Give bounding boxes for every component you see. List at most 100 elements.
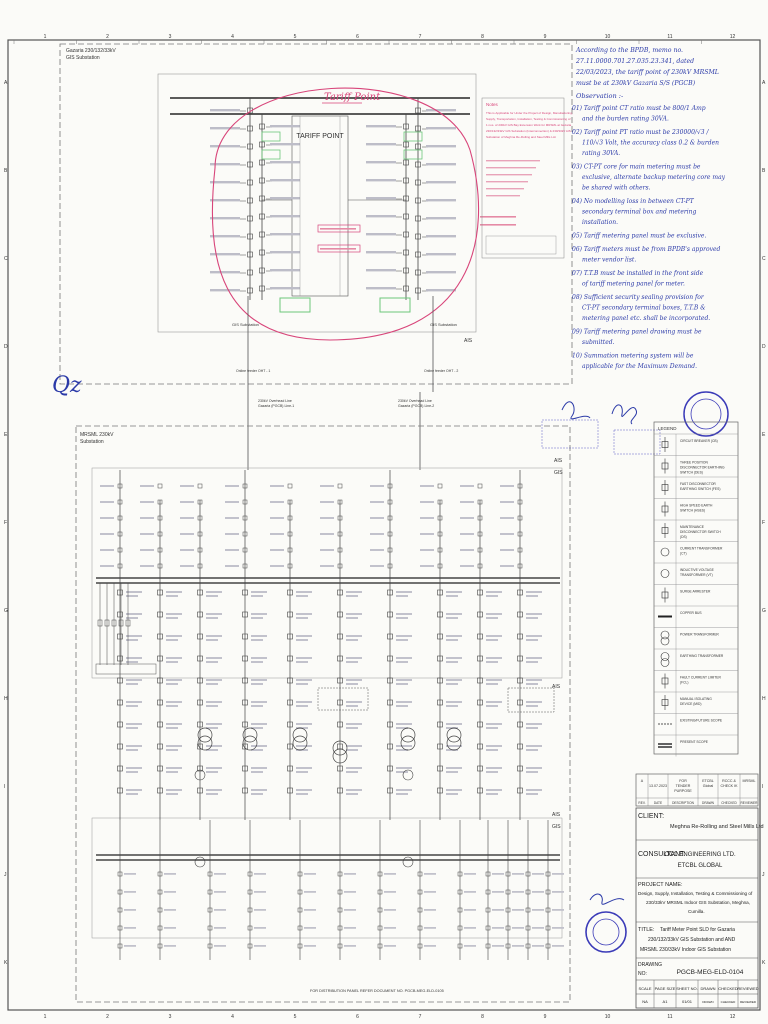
handwritten-observation-line: 04) No modelling loss in between CT-PT bbox=[572, 198, 695, 205]
column-number: 6 bbox=[356, 1014, 359, 1020]
column-number: 11 bbox=[667, 34, 672, 40]
column-number: 4 bbox=[231, 1014, 234, 1020]
handwritten-observation-line: 06) Tariff meters must be from BPDB's ap… bbox=[572, 246, 721, 253]
green-ct-box-3 bbox=[403, 131, 423, 142]
notes-line: Supply, Transportation, Installation, Te… bbox=[486, 117, 571, 121]
row-letter: K bbox=[762, 960, 766, 966]
title-block-bottom-value: CHECKED bbox=[721, 1000, 737, 1004]
legend-item-label: SURGE ARRESTER bbox=[680, 590, 711, 594]
revision-cell: 13.07.2023 bbox=[649, 784, 667, 788]
column-number: 10 bbox=[605, 1014, 611, 1020]
revision-header: DESCRIPTION bbox=[672, 801, 694, 805]
main-tag-3: AIS bbox=[552, 684, 561, 690]
row-letter: G bbox=[4, 608, 8, 614]
title-block-bottom-header: REVIEWED bbox=[737, 986, 758, 991]
left-gis-bay bbox=[210, 98, 406, 300]
column-number: 7 bbox=[419, 34, 422, 40]
revision-cell: RCCC & bbox=[722, 779, 736, 783]
gis-inner-box bbox=[157, 73, 477, 333]
handwritten-heading: Observation :- bbox=[576, 92, 623, 100]
revision-header: REVIEWER bbox=[740, 801, 758, 805]
gazaria-box-label-2: GIS Substation bbox=[66, 55, 100, 61]
legend-item-label: MANUAL ISOLATING bbox=[680, 697, 712, 701]
red-label-2 bbox=[317, 244, 361, 253]
title-block-bottom-header: DRAWN bbox=[701, 986, 716, 991]
left-bay-label: GIS Substation bbox=[232, 322, 259, 327]
row-letter: G bbox=[762, 608, 766, 614]
handwritten-reference-line: 22/03/2023, the tariff point of 230kV MR… bbox=[575, 69, 719, 76]
mrsml-box-label-2: Substation bbox=[80, 439, 104, 445]
project-label: PROJECT NAME: bbox=[638, 882, 683, 888]
legend-item-label: PRESENT SCOPE bbox=[680, 740, 709, 744]
handwritten-observation-line: exclusive, alternate backup metering cor… bbox=[582, 174, 726, 181]
handwritten-observation-line: CT-PT secondary terminal boxes, T.T.B & bbox=[582, 305, 706, 312]
column-number: 12 bbox=[730, 34, 736, 40]
lower-feeders bbox=[117, 820, 564, 960]
notes-line: Substation of Meghna Re-Rolling and Stee… bbox=[486, 135, 556, 139]
legend-item-label: FAULT CURRENT LIMITER bbox=[680, 676, 721, 680]
revision-header: DATE bbox=[654, 801, 662, 805]
handwritten-observation-line: 08) Sufficient security sealing provisio… bbox=[572, 294, 705, 301]
right-bay-label: GIS Substation bbox=[430, 322, 457, 327]
green-ct-box-2 bbox=[261, 149, 281, 160]
legend-item-label: EXISTING/FUTURE SCOPE bbox=[680, 719, 723, 723]
legend-item-label: MAINTENANCE bbox=[680, 525, 705, 529]
column-number: 2 bbox=[106, 34, 109, 40]
row-letter: A bbox=[762, 80, 766, 86]
legend-item-label: THREE POSITION bbox=[680, 461, 708, 465]
row-letter: D bbox=[4, 344, 8, 350]
tariff-point-encircle bbox=[211, 87, 480, 341]
handwritten-observation-line: meter vendor list. bbox=[582, 257, 636, 264]
main-tag-2: GIS bbox=[554, 470, 563, 476]
revision-table-cells: A13.07.2023FORTENDERPURPOSEETCBLGlobalRC… bbox=[636, 774, 758, 806]
client-name: Meghna Re-Rolling and Steel Mills Ltd bbox=[670, 824, 764, 830]
green-metering-box-left bbox=[279, 297, 311, 313]
gis-section-box-2 bbox=[91, 817, 563, 939]
column-number: 3 bbox=[169, 1014, 172, 1020]
project-name-3: Cumilla. bbox=[688, 909, 705, 914]
gazaria-substation-box bbox=[59, 43, 573, 385]
revision-cell: CHECK IK bbox=[721, 784, 739, 788]
revision-cell: FOR bbox=[679, 779, 687, 783]
row-letter: H bbox=[4, 696, 8, 702]
row-letter: J bbox=[4, 872, 7, 878]
right-gis-bay bbox=[339, 98, 456, 300]
column-number: 4 bbox=[231, 34, 234, 40]
red-label-1 bbox=[317, 224, 361, 233]
main-footer-note: FOR DISTRIBUTION PANEL REFER DOCUMENT NO… bbox=[310, 989, 444, 993]
red-wire-labels bbox=[320, 216, 516, 250]
overhead-label-1b: Gazaria (PGCB) Line-1 bbox=[258, 404, 294, 408]
column-number: 5 bbox=[294, 34, 297, 40]
main-tag-4: AIS bbox=[552, 812, 561, 818]
title-text-3: MRSML 230/33kV Indoor GIS Substation bbox=[640, 947, 731, 953]
drawing-number: PGCB-MEG-ELD-0104 bbox=[677, 969, 744, 976]
handwritten-reference-line: According to the BPDB, memo no. bbox=[575, 47, 683, 54]
legend-item-label: (CT) bbox=[680, 552, 687, 556]
tariff-point-label: TARIFF POINT bbox=[296, 133, 344, 140]
handwritten-observation-line: 02) Tariff point PT ratio must be 230000… bbox=[572, 129, 709, 136]
column-number: 8 bbox=[481, 1014, 484, 1020]
main-tag-1: AIS bbox=[554, 458, 563, 464]
row-letter: C bbox=[4, 256, 8, 262]
legend-item-label: POWER TRANSFORMER bbox=[680, 633, 719, 637]
legend-title: LEGEND bbox=[658, 426, 677, 431]
tariff-point-handwritten: Tariff Point bbox=[324, 92, 381, 103]
row-letter: K bbox=[4, 960, 8, 966]
revision-table bbox=[635, 773, 759, 807]
title-block-bottom-value: 01/01 bbox=[682, 999, 693, 1004]
row-letter: J bbox=[762, 872, 765, 878]
revision-header: REV. bbox=[638, 801, 645, 805]
row-letter: B bbox=[4, 168, 8, 174]
legend-item-label: DISCONNECTOR EARTHING bbox=[680, 466, 725, 470]
project-name-1: Design, Supply, Installation, Testing & … bbox=[638, 891, 753, 896]
signature-1 bbox=[561, 401, 591, 420]
revision-cell: MRSML bbox=[743, 779, 756, 783]
column-number: 12 bbox=[730, 1014, 736, 1020]
title-text-2: 230/132/33kV GIS Substation and AND bbox=[648, 937, 736, 943]
title-text-1: Tariff Meter Point SLD for Gazaria bbox=[660, 927, 735, 933]
handwritten-observation-line: rating 30VA. bbox=[582, 150, 620, 157]
handwritten-observation-line: 10) Summation metering system will be bbox=[572, 353, 694, 360]
handwritten-reference-line: 27.11.0000.701.27.035.23.341, dated bbox=[575, 58, 694, 65]
